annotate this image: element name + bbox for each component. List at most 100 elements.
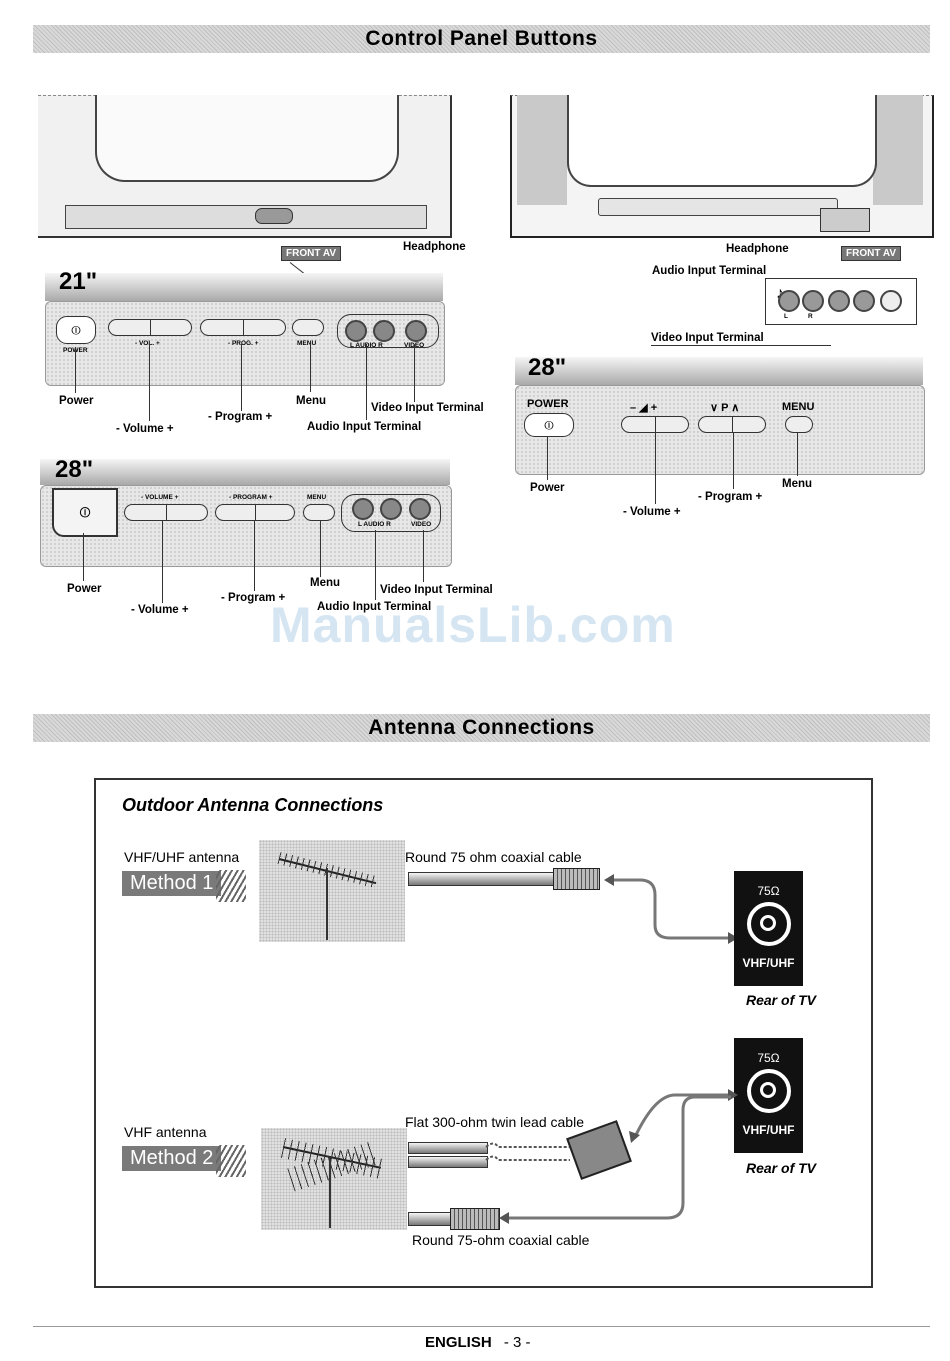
volume-button-21[interactable] [108,319,192,336]
section-header-control-panel: Control Panel Buttons [33,25,930,53]
rear-ohm-2: 75Ω [757,1051,780,1065]
rear-of-tv-panel-2: 75Ω VHF/UHF [734,1038,803,1153]
callout-power-28-right: Power [530,482,565,494]
model-28-left-label: 28" [55,456,94,483]
method1-badge: Method 1 [122,871,222,896]
audio-input-label-right: Audio Input Terminal [652,265,767,277]
method2-flat-cable-label: Flat 300-ohm twin lead cable [405,1114,584,1130]
antenna-diagram-frame [94,778,873,1288]
callout-volume-28-right: - Volume + [623,506,681,518]
power-button-28-left[interactable]: ⏼ [52,488,118,537]
method2-badge: Method 2 [122,1146,222,1171]
power-button-28-right[interactable]: ⏼ [524,413,574,437]
method1-cable-label: Round 75 ohm coaxial cable [405,849,582,865]
antenna-title: Outdoor Antenna Connections [122,795,384,815]
callout-power-28-left: Power [67,583,102,595]
video-jack-21[interactable] [405,320,427,342]
callout-volume-21: - Volume + [116,423,174,435]
method2-arrows [499,1089,738,1224]
audio-l-jack-21[interactable] [345,320,367,342]
callout-program-28-left: - Program + [221,592,286,604]
callout-menu-21: Menu [296,395,327,407]
printed-menu-28-left: MENU [307,494,327,501]
method1-stripes [216,870,246,902]
method2-stripes [216,1145,246,1177]
rear-of-tv-caption-1: Rear of TV [746,992,817,1008]
audio-l-jack-front[interactable] [778,290,800,312]
printed-prog-21: - PROG. + [228,340,259,347]
front-av-badge-right: FRONT AV [841,246,901,261]
printed-laudio-28-left: L AUDIO R [358,521,391,528]
jack-label-l: L [784,313,788,320]
printed-prog-28-right: ∨ P ∧ [710,402,740,414]
audio-l-jack-28-left[interactable] [352,498,374,520]
method1-coax-plug [553,868,600,890]
vhf-antenna-picture [261,1128,407,1230]
jack-label-r: R [808,313,813,320]
program-button-28-right[interactable] [698,416,766,433]
method2-antenna-label: VHF antenna [124,1124,207,1140]
method2-round-cable-label: Round 75-ohm coaxial cable [412,1232,590,1248]
callout-audio-28-left: Audio Input Terminal [317,601,432,613]
svideo-jack-front[interactable] [880,290,902,312]
menu-button-28-left[interactable] [303,504,335,521]
printed-menu-21: MENU [297,340,317,347]
callout-program-28-right: - Program + [698,491,763,503]
antenna-port-1[interactable] [746,902,791,946]
twin-lead-cable-top [408,1142,488,1154]
footer-page-number: - 3 - [503,1334,531,1351]
video-input-label-right: Video Input Terminal [651,332,764,344]
volume-button-28-right[interactable] [621,416,689,433]
headphone-label-right: Headphone [726,243,789,255]
footer-language: ENGLISH [425,1334,492,1351]
callout-program-21: - Program + [208,411,273,423]
video-jack-28-left[interactable] [409,498,431,520]
callout-menu-28-left: Menu [310,577,341,589]
callout-audio-21: Audio Input Terminal [307,421,422,433]
printed-power-28-right: POWER [527,398,569,410]
method1-coax-cable [408,872,555,886]
twin-lead-cable-bottom [408,1156,488,1168]
footer: ENGLISH - 3 - [425,1334,531,1351]
footer-rule [33,1326,930,1327]
printed-prog-28-left: - PROGRAM + [229,494,273,501]
method2-coax-plug [450,1208,500,1230]
rear-port-label-2: VHF/UHF [742,1123,795,1137]
rear-of-tv-caption-2: Rear of TV [746,1160,817,1176]
printed-vol-28-right: – ◢ + [630,402,658,414]
section-header-antenna: Antenna Connections [33,714,930,742]
program-button-21[interactable] [200,319,286,336]
menu-button-21[interactable] [292,319,324,336]
printed-vol-21: - VOL. + [135,340,160,347]
antenna-port-2[interactable] [746,1069,791,1113]
printed-menu-28-right: MENU [782,401,815,413]
printed-video-28-left: VIDEO [411,521,432,528]
callout-volume-28-left: - Volume + [131,604,189,616]
method1-antenna-label: VHF/UHF antenna [124,849,240,865]
callout-menu-28-right: Menu [782,478,813,490]
callout-video-21: Video Input Terminal [371,402,484,414]
rear-of-tv-panel-1: 75Ω VHF/UHF [734,871,803,986]
twin-lead-wires [485,1142,570,1161]
audio-r-jack-front[interactable] [802,290,824,312]
callout-power-21: Power [59,395,94,407]
method1-arrow [604,874,738,944]
headphone-jack-front[interactable] [853,290,875,312]
power-button-21[interactable]: ⏼ [56,316,96,344]
printed-vol-28-left: - VOLUME + [141,494,179,501]
volume-button-28-left[interactable] [124,504,208,521]
watermark: ManualsLib.com [270,597,676,653]
method2-coax-cable [408,1212,452,1226]
vhf-uhf-antenna-picture [259,840,405,942]
audio-r-jack-28-left[interactable] [380,498,402,520]
model-28-right-label: 28" [528,354,567,381]
audio-r-jack-21[interactable] [373,320,395,342]
headphone-label-left: Headphone [403,241,466,253]
model-21-label: 21" [59,268,98,295]
callout-video-28-left: Video Input Terminal [380,584,493,596]
video-jack-front[interactable] [828,290,850,312]
rear-ohm-1: 75Ω [757,884,780,898]
rear-port-label-1: VHF/UHF [742,956,795,970]
menu-button-28-right[interactable] [785,416,813,433]
program-button-28-left[interactable] [215,504,295,521]
